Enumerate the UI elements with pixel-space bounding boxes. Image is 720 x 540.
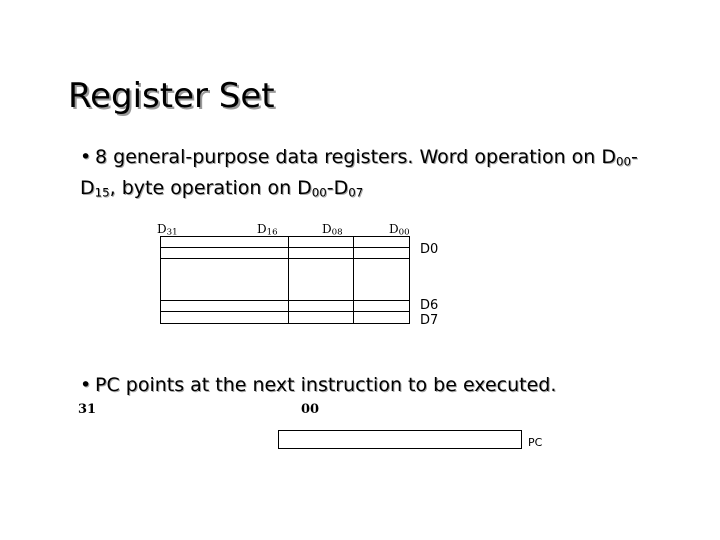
table-row — [161, 301, 409, 312]
row-label-d0: D0 — [420, 242, 439, 257]
subscript: 00 — [311, 185, 327, 200]
table-row — [161, 312, 409, 323]
column-header-d31: D31 — [157, 222, 178, 238]
column-header-d00: D00 — [389, 222, 410, 238]
column-divider — [288, 301, 289, 311]
bullet-marker-icon: • — [80, 146, 92, 168]
bullet-text-registers: 8 general-purpose data registers. Word o… — [80, 146, 638, 200]
page-title: Register Set — [68, 76, 275, 116]
column-header-d16: D16 — [257, 222, 278, 238]
column-divider — [353, 312, 354, 323]
column-header-d08: D08 — [322, 222, 343, 238]
column-divider — [353, 237, 354, 247]
row-label-d7: D7 — [420, 313, 439, 328]
column-divider — [353, 259, 354, 300]
table-row — [161, 248, 409, 259]
column-divider — [353, 301, 354, 311]
row-label-d6: D6 — [420, 298, 439, 313]
column-divider — [353, 248, 354, 258]
bullet-item-registers: •8 general-purpose data registers. Word … — [80, 144, 640, 205]
bullet-marker-icon: • — [80, 374, 92, 396]
register-table — [160, 236, 410, 324]
column-divider — [288, 259, 289, 300]
bullet-text-pc: PC points at the next instruction to be … — [95, 374, 557, 396]
column-divider — [288, 237, 289, 247]
pc-bit-label-left: 31 — [78, 402, 97, 417]
column-divider — [288, 312, 289, 323]
subscript: 00 — [616, 154, 631, 169]
pc-register-box — [278, 430, 522, 449]
subscript: 07 — [348, 185, 364, 200]
subscript: 15 — [94, 185, 110, 200]
table-row — [161, 259, 409, 301]
bullet-item-pc: •PC points at the next instruction to be… — [80, 372, 680, 398]
pc-bit-label-right: 00 — [301, 402, 320, 417]
column-divider — [288, 248, 289, 258]
table-row — [161, 237, 409, 248]
pc-box-label: PC — [528, 436, 543, 449]
